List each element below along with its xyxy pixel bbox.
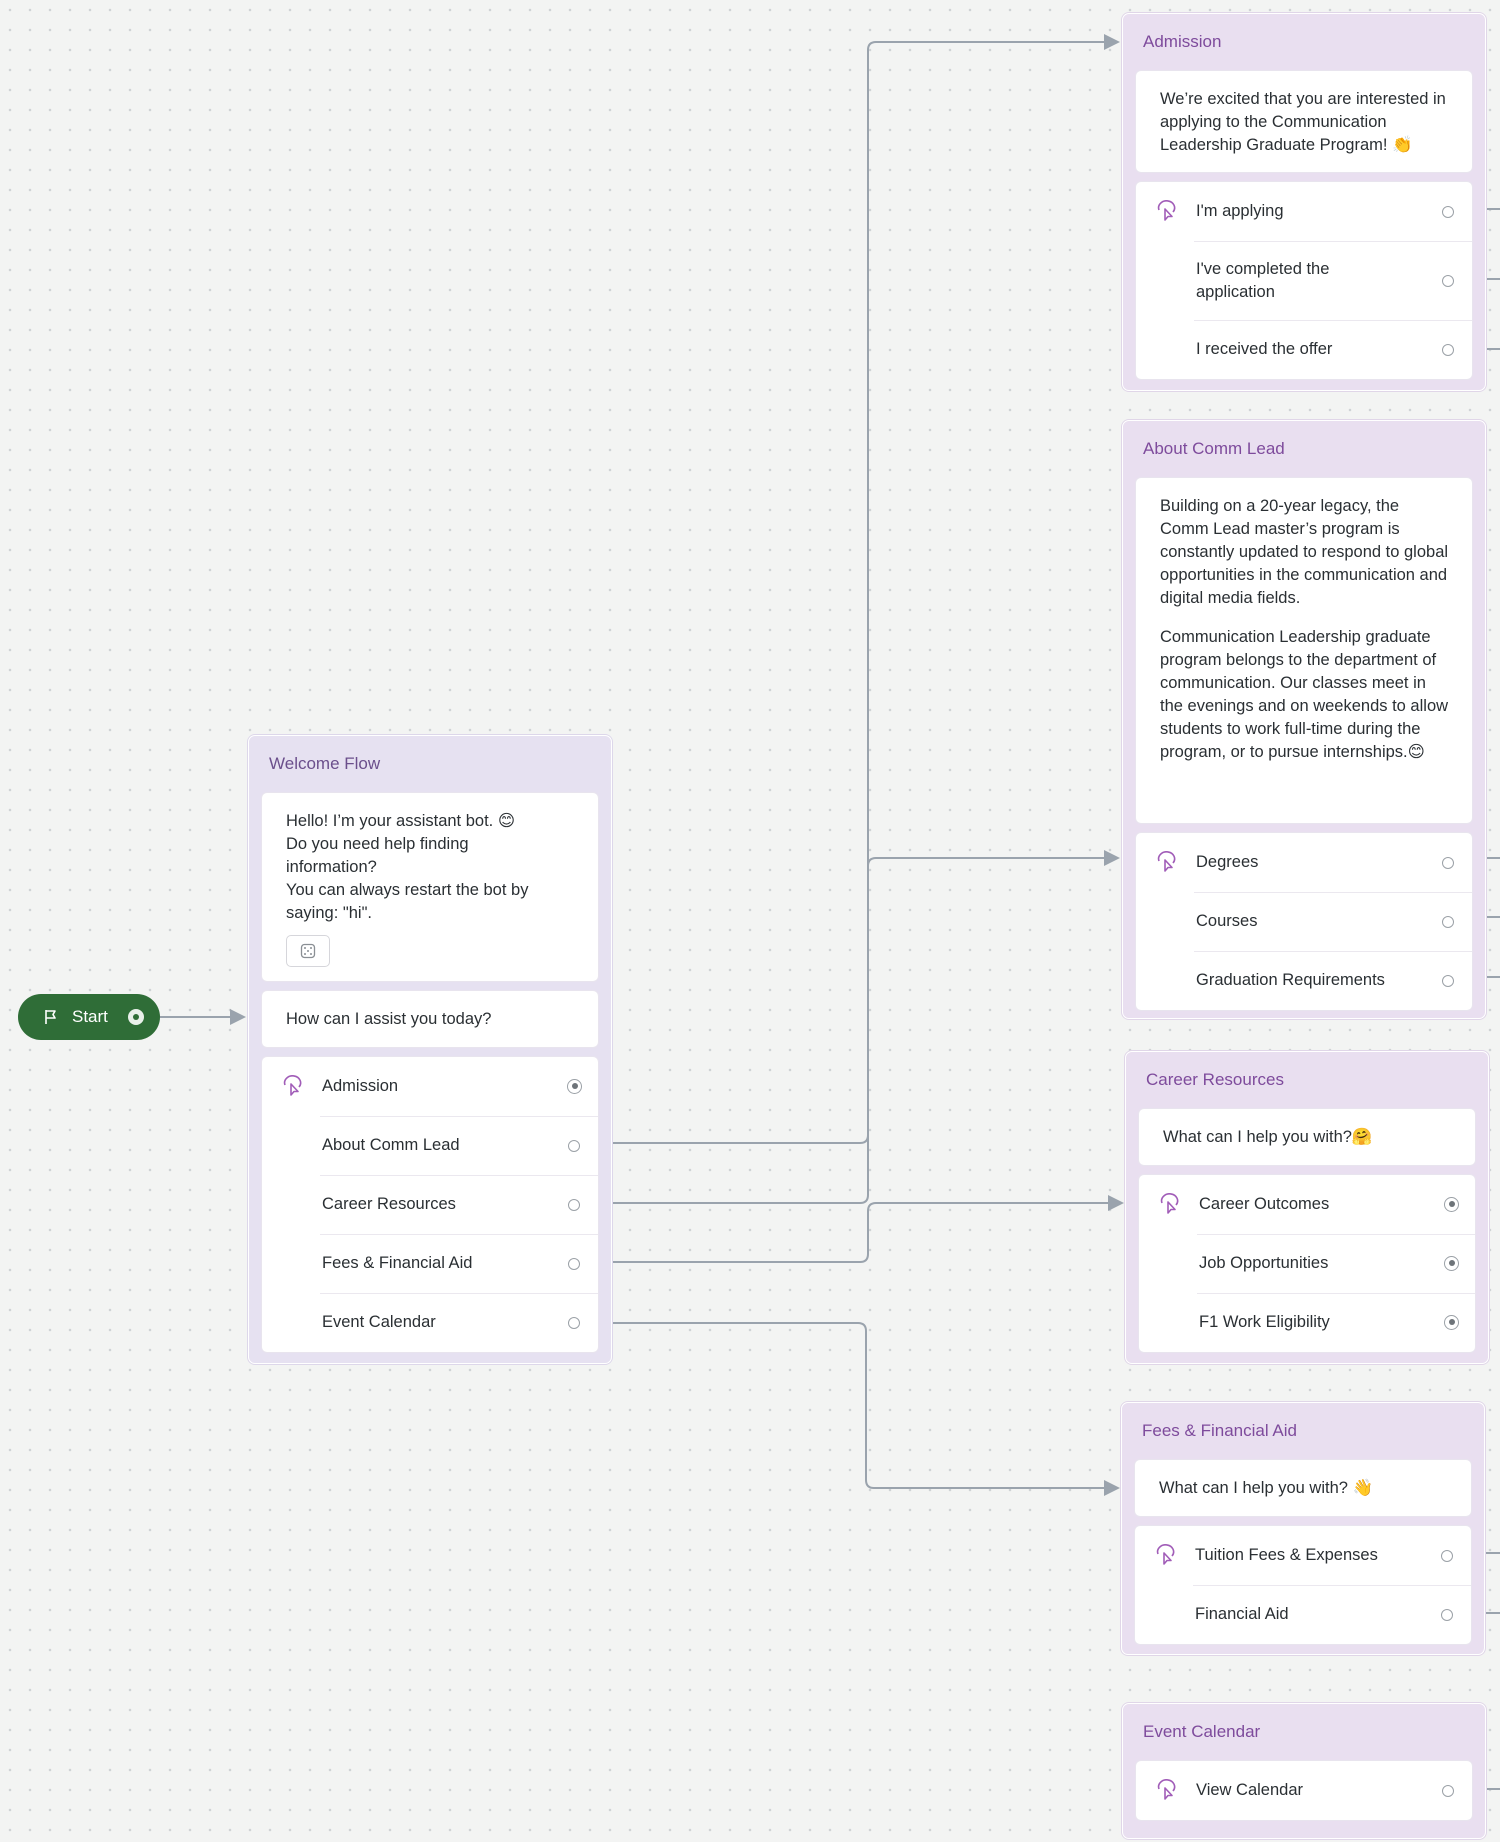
message-text: We’re excited that you are interested in… xyxy=(1160,90,1446,154)
output-handle[interactable] xyxy=(1444,1255,1459,1271)
group-title: Career Resources xyxy=(1146,1070,1284,1089)
choice-buttons: Tuition Fees & Expenses Financial Aid xyxy=(1134,1525,1472,1645)
group-admission[interactable]: Admission We’re excited that you are int… xyxy=(1122,13,1486,391)
output-handle[interactable] xyxy=(1442,343,1454,356)
choice-view-calendar[interactable]: View Calendar xyxy=(1136,1761,1472,1820)
output-handle[interactable] xyxy=(1442,1784,1454,1797)
choice-received-offer[interactable]: I received the offer xyxy=(1136,320,1472,379)
output-handle[interactable] xyxy=(1442,974,1454,987)
group-title: Admission xyxy=(1143,32,1222,51)
group-title: About Comm Lead xyxy=(1143,439,1285,458)
message-line: saying: "hi". xyxy=(286,904,373,922)
output-handle[interactable] xyxy=(1442,205,1454,218)
admission-message-bubble[interactable]: We’re excited that you are interested in… xyxy=(1135,70,1473,173)
prompt-text: What can I help you with?🤗 xyxy=(1163,1127,1373,1146)
start-node[interactable]: Start xyxy=(18,994,160,1040)
message-line: Hello! I’m your assistant bot. 😊 xyxy=(286,812,516,830)
output-handle[interactable] xyxy=(1442,915,1454,928)
group-title: Event Calendar xyxy=(1143,1722,1261,1741)
choice-about-comm-lead[interactable]: About Comm Lead xyxy=(262,1116,598,1175)
edge-admission xyxy=(600,34,1120,1204)
choice-fees-financial-aid[interactable]: Fees & Financial Aid xyxy=(262,1234,598,1293)
group-career-resources[interactable]: Career Resources What can I help you wit… xyxy=(1125,1051,1489,1364)
dice-icon xyxy=(300,943,316,959)
group-title: Fees & Financial Aid xyxy=(1142,1421,1297,1440)
group-welcome-flow[interactable]: Welcome Flow Hello! I’m your assistant b… xyxy=(248,735,612,1364)
start-output-handle[interactable] xyxy=(128,1009,144,1025)
choice-buttons: I'm applying I've completed the applicat… xyxy=(1135,181,1473,380)
choice-buttons: Admission About Comm Lead Career Resourc… xyxy=(261,1056,599,1353)
pointer-click-icon xyxy=(1156,851,1178,873)
choice-f1-work-eligibility[interactable]: F1 Work Eligibility xyxy=(1139,1293,1475,1352)
choice-degrees[interactable]: Degrees xyxy=(1136,833,1472,892)
output-handle[interactable] xyxy=(568,1257,580,1270)
choice-buttons: View Calendar xyxy=(1135,1760,1473,1821)
message-paragraph: Building on a 20-year legacy, the Comm L… xyxy=(1160,497,1449,607)
edge-fees xyxy=(600,1322,1120,1496)
flag-icon xyxy=(42,1008,60,1026)
prompt-text: What can I help you with? 👋 xyxy=(1159,1478,1374,1497)
edge-about-comm-lead xyxy=(600,850,1120,1144)
output-handle[interactable] xyxy=(1444,1196,1459,1212)
message-line: information? xyxy=(286,858,377,876)
choice-admission[interactable]: Admission xyxy=(262,1057,598,1116)
fees-prompt-bubble[interactable]: What can I help you with? 👋 xyxy=(1134,1459,1472,1517)
pointer-click-icon xyxy=(282,1075,304,1097)
prompt-bubble[interactable]: How can I assist you today? xyxy=(261,990,599,1048)
about-message-bubble[interactable]: Building on a 20-year legacy, the Comm L… xyxy=(1135,477,1473,824)
choice-financial-aid[interactable]: Financial Aid xyxy=(1135,1585,1471,1644)
output-handle[interactable] xyxy=(1444,1314,1459,1330)
pointer-click-icon xyxy=(1156,200,1178,222)
message-paragraph: Communication Leadership graduate progra… xyxy=(1160,628,1449,761)
output-handle[interactable] xyxy=(568,1139,580,1152)
group-about-comm-lead[interactable]: About Comm Lead Building on a 20-year le… xyxy=(1122,420,1486,1019)
group-title: Welcome Flow xyxy=(269,754,381,773)
start-label: Start xyxy=(72,1007,108,1026)
choice-im-applying[interactable]: I'm applying xyxy=(1136,182,1472,241)
output-handle[interactable] xyxy=(1441,1549,1453,1562)
output-handle[interactable] xyxy=(1441,1608,1453,1621)
edge-career-resources xyxy=(600,1195,1124,1263)
choice-buttons: Degrees Courses Graduation Requirements xyxy=(1135,832,1473,1011)
pointer-click-icon xyxy=(1155,1544,1177,1566)
output-handle[interactable] xyxy=(1442,274,1454,287)
output-handle[interactable] xyxy=(1442,856,1454,869)
choice-job-opportunities[interactable]: Job Opportunities xyxy=(1139,1234,1475,1293)
choice-completed-application[interactable]: I've completed the application xyxy=(1136,241,1472,320)
prompt-text: How can I assist you today? xyxy=(286,1009,492,1028)
choice-tuition-fees[interactable]: Tuition Fees & Expenses xyxy=(1135,1526,1471,1585)
message-line: You can always restart the bot by xyxy=(286,881,529,899)
output-handle[interactable] xyxy=(568,1316,580,1329)
choice-graduation-requirements[interactable]: Graduation Requirements xyxy=(1136,951,1472,1010)
pointer-click-icon xyxy=(1156,1779,1178,1801)
output-handle[interactable] xyxy=(567,1078,582,1094)
choice-event-calendar[interactable]: Event Calendar xyxy=(262,1293,598,1352)
welcome-message-bubble[interactable]: Hello! I’m your assistant bot. 😊 Do you … xyxy=(261,792,599,982)
pointer-click-icon xyxy=(1159,1193,1181,1215)
choice-career-resources[interactable]: Career Resources xyxy=(262,1175,598,1234)
message-line: Do you need help finding xyxy=(286,835,469,853)
attachment-button[interactable] xyxy=(286,935,330,967)
group-event-calendar[interactable]: Event Calendar View Calendar xyxy=(1122,1703,1486,1839)
choice-career-outcomes[interactable]: Career Outcomes xyxy=(1139,1175,1475,1234)
choice-buttons: Career Outcomes Job Opportunities F1 Wor… xyxy=(1138,1174,1476,1353)
group-fees-financial-aid[interactable]: Fees & Financial Aid What can I help you… xyxy=(1121,1402,1485,1655)
career-prompt-bubble[interactable]: What can I help you with?🤗 xyxy=(1138,1108,1476,1166)
choice-courses[interactable]: Courses xyxy=(1136,892,1472,951)
output-handle[interactable] xyxy=(568,1198,580,1211)
